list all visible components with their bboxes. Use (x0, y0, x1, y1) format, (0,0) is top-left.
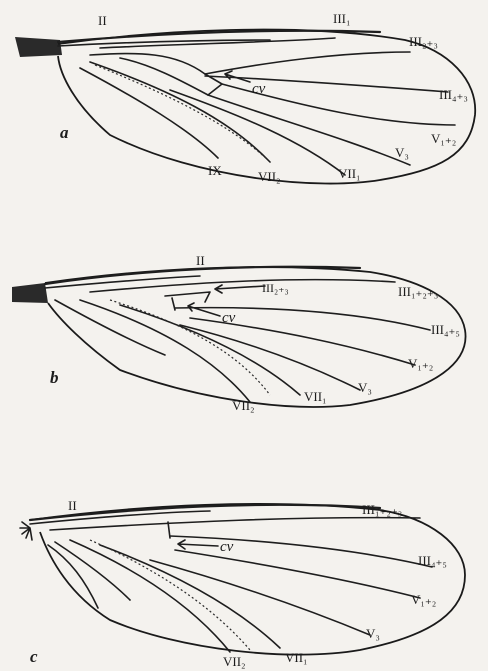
wing-a-vein-III23 (205, 52, 410, 74)
wing-b: II III₂₊₃ III₁₊₂₊₃ cv III₄₊₅ V₁₊₂ V₃ VII… (12, 253, 466, 413)
wing-c-label-VII1: VII₁ (285, 650, 308, 665)
wing-c-letter: c (30, 647, 38, 666)
wing-c-label-II: II (68, 498, 77, 513)
wing-b-label-VII1: VII₁ (304, 389, 327, 404)
wing-c-fold (90, 540, 250, 650)
wing-b-base (12, 283, 48, 303)
wing-a-label-IX: IX (208, 163, 222, 178)
wing-b-label-V3: V₃ (358, 380, 372, 395)
wing-b-vein-III23 (165, 292, 210, 302)
wing-a-outline (58, 30, 475, 184)
wing-a-label-III23: III₂₊₃ (409, 34, 438, 49)
wing-c-label-cv: cv (220, 539, 234, 555)
wing-b-vein-VII1 (120, 305, 300, 395)
wing-a-label-VII2: VII₂ (258, 169, 281, 184)
wing-c-label-V12: V₁₊₂ (411, 592, 436, 607)
wing-b-fold (110, 300, 270, 395)
wing-a-label-cv: cv (252, 81, 266, 97)
wing-c-arrow-cv (178, 540, 218, 549)
wing-a-label-II: II (98, 13, 107, 28)
wing-a-label-V3: V₃ (395, 145, 409, 160)
wing-b-vein-V3 (180, 325, 360, 390)
wing-a-label-III1: III₁ (333, 11, 351, 26)
wing-b-label-III23: III₂₊₃ (262, 281, 289, 295)
wing-b-label-III45: III₄₊₅ (431, 322, 460, 337)
wing-b-label-VII2: VII₂ (232, 398, 255, 413)
wing-b-letter: b (50, 368, 59, 387)
wing-b-vein-II (45, 276, 200, 288)
wing-a-base (15, 37, 62, 57)
wing-a-stem (90, 54, 205, 74)
wing-b-arrow-cv (188, 303, 220, 316)
wing-c-label-III45: III₄₊₅ (418, 553, 447, 568)
wing-c-label-V3: V₃ (366, 626, 380, 641)
wing-c-label-III123: III₁₊₂₊₃ (362, 502, 402, 517)
wing-a-label-VII1: VII₁ (338, 166, 361, 181)
wing-c-vein-III45 (170, 536, 432, 567)
wing-a-fork (120, 58, 208, 95)
wing-b-costa (45, 267, 360, 284)
wing-a: II III₁ III₂₊₃ III₄₊₃ cv V₁₊₂ V₃ VII₁ VI… (15, 11, 475, 184)
wing-c: II III₁₊₂₊₃ cv III₄₊₅ V₁₊₂ V₃ VII₁ VII₂ … (20, 498, 465, 669)
wing-b-label-cv: cv (222, 310, 236, 326)
wing-b-vein-III123 (90, 280, 395, 292)
wing-b-label-V12: V₁₊₂ (408, 356, 433, 371)
wing-a-label-V12: V₁₊₂ (431, 131, 456, 146)
wing-a-label-III43: III₄₊₃ (439, 87, 468, 102)
wing-b-arrow-III23 (215, 285, 265, 293)
wing-c-vein-V3 (150, 560, 370, 635)
wing-a-vein-IX (80, 68, 218, 158)
wing-c-vein-VII2 (70, 540, 230, 652)
wing-b-vein-III45 (175, 308, 430, 330)
wing-c-label-VII2: VII₂ (223, 654, 246, 669)
wing-c-vein-III123 (50, 518, 420, 530)
wing-a-letter: a (60, 123, 69, 142)
wing-b-label-III123: III₁₊₂₊₃ (398, 284, 438, 299)
wing-a-vein-VII2 (90, 62, 270, 162)
wing-b-label-II: II (196, 253, 205, 268)
